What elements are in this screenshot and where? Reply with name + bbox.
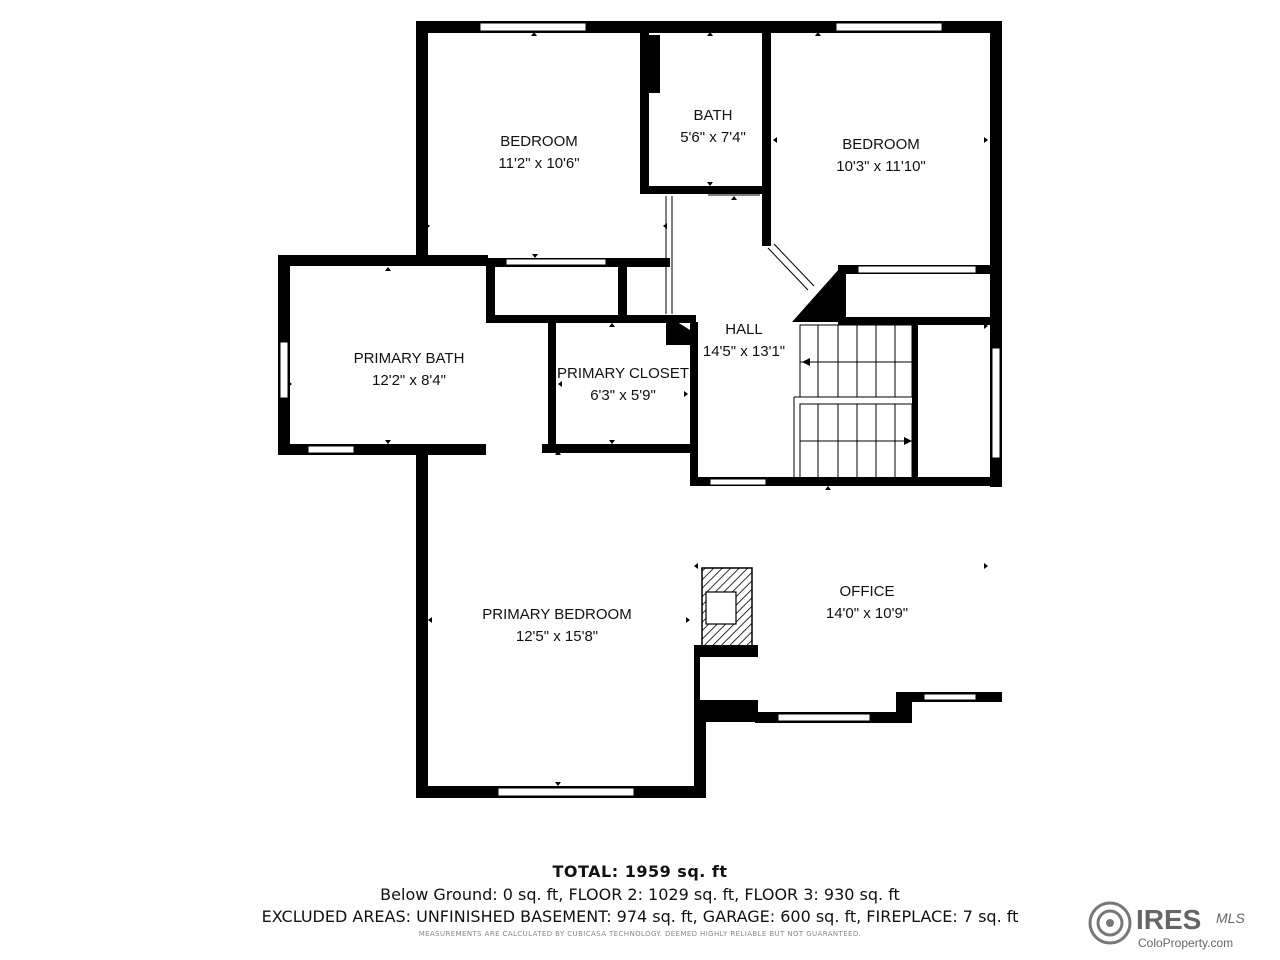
excluded-areas: EXCLUDED AREAS: UNFINISHED BASEMENT: 974… bbox=[261, 907, 1019, 926]
room-name-primary-bath: PRIMARY BATH bbox=[354, 350, 465, 367]
stairs bbox=[793, 324, 913, 479]
room-name-office: OFFICE bbox=[840, 583, 895, 600]
room-name-hall: HALL bbox=[725, 321, 763, 338]
measurement-disclaimer: MEASUREMENTS ARE CALCULATED BY CUBICASA … bbox=[418, 930, 862, 938]
logo-script: MLS bbox=[1216, 910, 1245, 926]
stair-arrows bbox=[802, 358, 912, 445]
total-area: TOTAL: 1959 sq. ft bbox=[552, 862, 728, 881]
room-name-bath: BATH bbox=[694, 107, 733, 124]
room-dims-bath: 5'6" x 7'4" bbox=[680, 129, 746, 146]
room-name-bedroom-2: BEDROOM bbox=[842, 136, 920, 153]
logo-icon bbox=[1088, 901, 1132, 945]
room-dims-primary-bath: 12'2" x 8'4" bbox=[372, 372, 446, 389]
room-dims-primary-bedroom: 12'5" x 15'8" bbox=[516, 628, 598, 645]
fireplace bbox=[701, 567, 753, 647]
room-dims-bedroom-2: 10'3" x 11'10" bbox=[836, 158, 926, 175]
room-dims-bedroom-1: 11'2" x 10'6" bbox=[498, 155, 579, 172]
door-openings bbox=[549, 194, 815, 400]
ires-mls-logo: IRES MLS ColoProperty.com bbox=[1088, 901, 1245, 950]
room-dims-primary-closet: 6'3" x 5'9" bbox=[590, 387, 656, 404]
logo-brand: IRES bbox=[1136, 904, 1201, 935]
room-dims-office: 14'0" x 10'9" bbox=[826, 605, 908, 622]
logo-url: ColoProperty.com bbox=[1138, 936, 1233, 950]
room-name-primary-bedroom: PRIMARY BEDROOM bbox=[482, 606, 631, 623]
room-labels: BEDROOM 11'2" x 10'6" BATH 5'6" x 7'4" B… bbox=[354, 107, 926, 645]
room-name-primary-closet: PRIMARY CLOSET bbox=[557, 365, 689, 382]
floor-areas: Below Ground: 0 sq. ft, FLOOR 2: 1029 sq… bbox=[380, 885, 900, 904]
windows bbox=[279, 22, 1001, 797]
dimension-ticks bbox=[288, 32, 988, 786]
room-dims-hall: 14'5" x 13'1" bbox=[703, 343, 785, 360]
room-name-bedroom-1: BEDROOM bbox=[500, 133, 578, 150]
